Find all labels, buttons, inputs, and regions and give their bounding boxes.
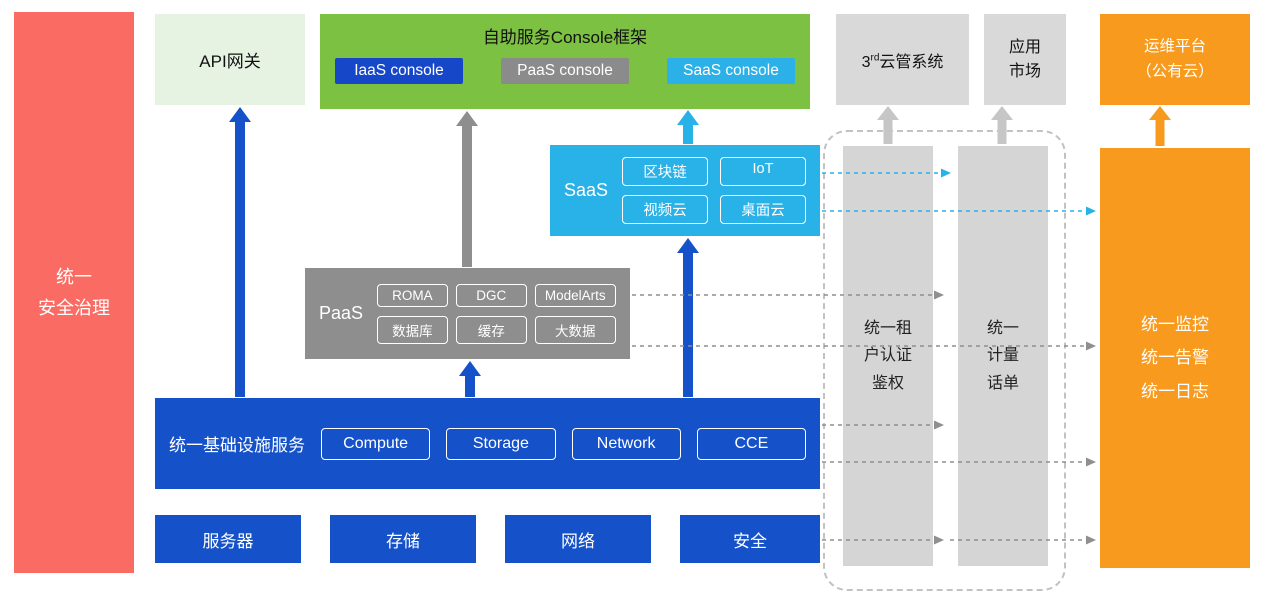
infra-item-network: Network [571,427,681,460]
arrow-monitoring-to-ops-platform [1149,106,1171,146]
paas-item-roma: ROMA [377,283,448,307]
console-frame-box: 自助服务Console框架 IaaS console PaaS console … [320,14,810,109]
paas-console-button: PaaS console [501,58,629,84]
monitoring-alert-log-box: 统一监控 统一告警 统一日志 [1100,148,1250,568]
paas-item-modelarts: ModelArts [534,283,616,307]
ops-platform-box: 运维平台 （公有云） [1100,14,1250,105]
arrow-infra-to-api-gateway [229,107,251,397]
paas-item-dgc: DGC [455,283,527,307]
paas-layer-box: PaaS ROMA DGC ModelArts 数据库 缓存 大数据 [305,268,630,359]
third-party-suffix: 云管系统 [879,53,944,71]
iaas-console-button: IaaS console [335,58,463,84]
hardware-box-storage: 存储 [330,515,476,563]
saas-item-desktop-cloud: 桌面云 [720,195,806,224]
shared-services-dashed-frame [823,130,1066,591]
arrow-infra-to-saas [677,238,699,397]
tenant-auth-pillar: 统一租 户认证 鉴权 [843,146,933,566]
arrow-saas-to-console [677,110,699,144]
saas-layer-box: SaaS 区块链 IoT 视频云 桌面云 [550,145,820,236]
arrow-infra-to-paas [459,361,481,397]
app-market-box: 应用 市场 [984,14,1066,105]
hardware-box-network: 网络 [505,515,651,563]
metering-billing-pillar: 统一 计量 话单 [958,146,1048,566]
saas-services-grid: 区块链 IoT 视频云 桌面云 [622,157,806,224]
saas-item-blockchain: 区块链 [622,157,709,186]
dashed-arrow-hardware-to-monitoring-head [1086,535,1096,545]
infra-item-storage: Storage [446,427,556,460]
third-party-cloud-mgmt-box: 3rd云管系统 [836,14,969,105]
paas-label: PaaS [319,303,364,323]
third-party-prefix: 3 [861,53,871,71]
dashed-arrow-infra-to-monitoring-head [1086,457,1096,467]
dashed-arrow-saas-to-monitoring-head [1086,206,1096,216]
console-buttons-row: IaaS console PaaS console SaaS console [320,48,810,84]
hardware-box-security: 安全 [680,515,820,563]
security-governance-bar: 统一 安全治理 [14,12,134,573]
third-party-label: 3rd云管系统 [862,48,944,72]
paas-item-bigdata: 大数据 [534,315,616,344]
dashed-arrow-paas-to-monitoring-head [1086,341,1096,351]
saas-item-video-cloud: 视频云 [622,195,709,224]
console-frame-title: 自助服务Console框架 [482,28,648,47]
saas-label: SaaS [564,180,609,200]
infra-item-cce: CCE [696,427,806,460]
arrow-paas-to-console [456,111,478,267]
infrastructure-services-row: Compute Storage Network CCE [321,427,806,460]
paas-item-database: 数据库 [377,315,448,344]
third-party-superscript: rd [870,52,880,64]
saas-item-iot: IoT [720,157,806,186]
api-gateway-box: API网关 [155,14,305,105]
hardware-box-server: 服务器 [155,515,301,563]
infrastructure-label: 统一基础设施服务 [169,436,305,455]
paas-item-cache: 缓存 [455,315,527,344]
saas-console-button: SaaS console [667,58,795,84]
infrastructure-layer-box: 统一基础设施服务 Compute Storage Network CCE [155,398,820,489]
paas-services-grid: ROMA DGC ModelArts 数据库 缓存 大数据 [377,283,616,344]
infra-item-compute: Compute [321,427,431,460]
